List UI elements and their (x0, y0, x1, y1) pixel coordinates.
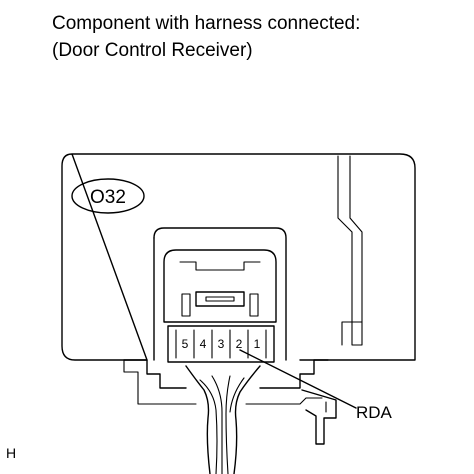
side-rib-left (181, 293, 191, 317)
pin-label: 4 (200, 337, 207, 351)
corner-mark: H (6, 445, 16, 461)
harness-left-edge (185, 365, 211, 474)
connector-base (123, 359, 329, 389)
title-line-2: (Door Control Receiver) (52, 40, 253, 61)
side-rib-right (249, 293, 259, 317)
harness-wire (229, 377, 245, 413)
harness-wire (225, 375, 231, 474)
mount-clip (301, 389, 337, 445)
harness-wire (199, 379, 218, 474)
harness-right-edge (233, 365, 261, 474)
pin-label: 5 (182, 337, 189, 351)
pin-label: 1 (254, 337, 261, 351)
connector-notch (179, 261, 261, 271)
rda-leader-line (239, 349, 357, 409)
pin-label: 3 (218, 337, 225, 351)
connector-shell (153, 227, 287, 361)
connector-body (163, 249, 277, 323)
terminal-block (167, 325, 275, 363)
harness-wire (211, 375, 223, 474)
pin-label: 2 (236, 337, 243, 351)
receiver-housing (61, 153, 416, 361)
connector-code-badge (71, 178, 145, 214)
rda-label: RDA (356, 403, 393, 422)
title-line-1: Component with harness connected: (52, 13, 361, 34)
lock-latch (195, 291, 245, 307)
lock-slot (205, 296, 235, 302)
base-flange (123, 359, 323, 405)
connector-code: O32 (90, 187, 126, 208)
housing-bracket (337, 155, 363, 346)
